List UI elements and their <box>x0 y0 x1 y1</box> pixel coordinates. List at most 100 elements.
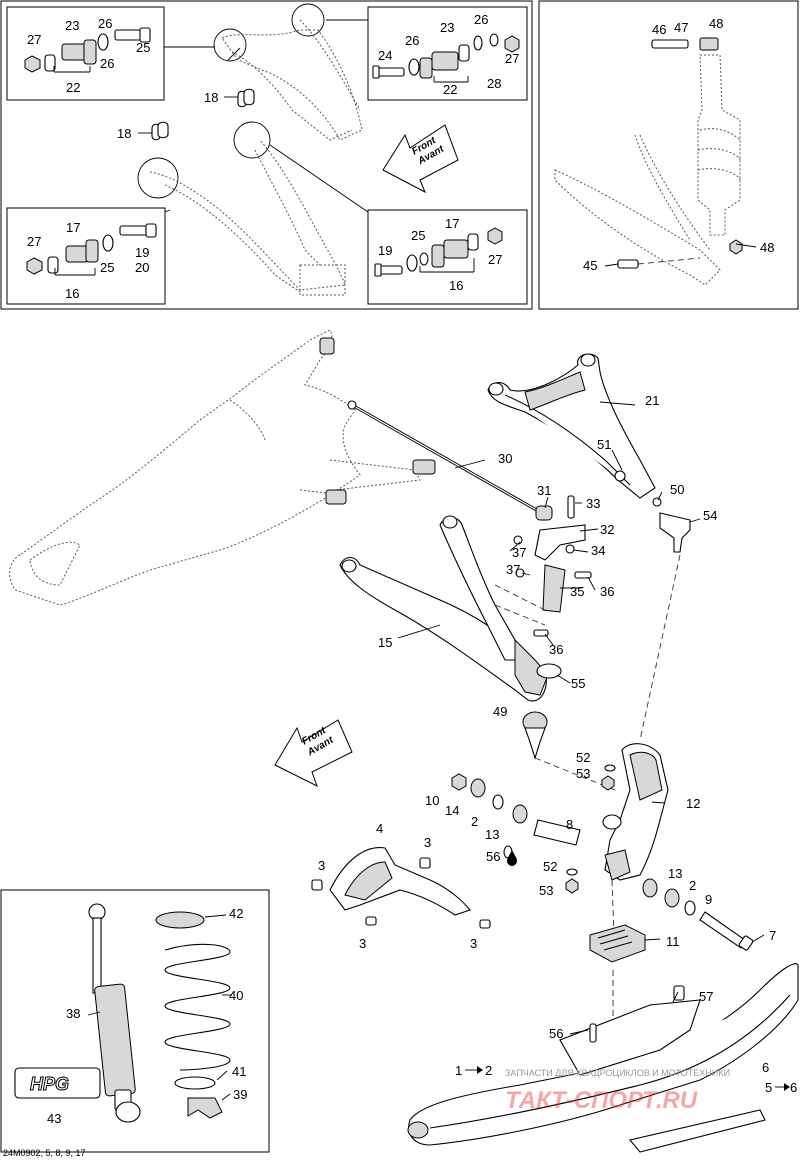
callout-45: 45 <box>583 258 597 273</box>
page-ref-left: 1 2 <box>455 1063 492 1078</box>
callout-18b: 18 <box>117 126 131 141</box>
svg-text:5: 5 <box>765 1080 772 1095</box>
callout-32: 32 <box>600 522 614 537</box>
front-direction-arrow-top: Front Avant <box>382 124 459 194</box>
callout-27d: 26 <box>405 33 419 48</box>
callout-12: 12 <box>686 796 700 811</box>
bushing-chassis <box>412 459 436 475</box>
svg-text:1: 1 <box>455 1063 462 1078</box>
callout-28: 27 <box>27 32 41 47</box>
watermark-logo: ТАКТ-СПОРТ.RU <box>505 1087 698 1114</box>
callout-37b: 37 <box>506 562 520 577</box>
shock-spring <box>164 943 231 1071</box>
ski-wear-pad <box>589 924 646 963</box>
callout-13b: 13 <box>668 866 682 881</box>
callout-26b: 25 <box>411 228 425 243</box>
callout-11: 11 <box>666 934 680 949</box>
callout-23: 23 <box>65 18 79 33</box>
callout-54: 54 <box>703 508 717 523</box>
spring-retainer <box>155 911 223 1119</box>
callout-40: 40 <box>229 988 243 1003</box>
callout-9: 9 <box>705 892 712 907</box>
callout-15: 15 <box>378 635 392 650</box>
bushing-kit-a <box>24 27 151 73</box>
callout-27c: 26 <box>474 12 488 27</box>
callout-18: 18 <box>204 90 218 105</box>
svg-text:2: 2 <box>485 1063 492 1078</box>
ball-joint-upper <box>652 497 691 553</box>
front-direction-arrow-main: Front Avant <box>274 719 353 788</box>
callout-42: 42 <box>229 906 243 921</box>
callout-27: 26 <box>98 16 112 31</box>
callout-7: 7 <box>769 928 776 943</box>
shock-absorber <box>88 903 141 1123</box>
callout-30: 30 <box>498 451 512 466</box>
callout-19b: 19 <box>378 243 392 258</box>
callout-58: 57 <box>699 989 713 1004</box>
callout-43: 43 <box>47 1111 61 1126</box>
svg-text:6: 6 <box>790 1080 797 1095</box>
callout-35: 35 <box>570 584 584 599</box>
spindle <box>602 743 669 881</box>
lubricant-drop-icon <box>507 850 517 866</box>
callout-27b: 26 <box>100 56 114 71</box>
callout-21: 21 <box>645 393 659 408</box>
sway-bar-link-30 <box>347 400 553 521</box>
shock-mount-detail-frame <box>538 0 799 310</box>
bushing-kit-c <box>26 223 157 276</box>
callout-14: 14 <box>445 803 459 818</box>
washer-stack-52-53-upper <box>601 764 616 791</box>
callout-47: 47 <box>674 20 688 35</box>
axle-parts-left <box>451 773 581 859</box>
callout-labels: 27 23 26 25 26 22 23 26 26 24 27 28 22 1… <box>27 12 776 1126</box>
callout-17b: 17 <box>445 216 459 231</box>
callout-10: 10 <box>425 793 439 808</box>
callout-22: 22 <box>66 80 80 95</box>
callout-2: 2 <box>471 814 478 829</box>
callout-33: 33 <box>586 496 600 511</box>
axle-parts-right <box>642 878 754 951</box>
callout-38: 38 <box>66 1006 80 1021</box>
callout-16: 16 <box>65 286 79 301</box>
callout-2b: 2 <box>689 878 696 893</box>
callout-17: 17 <box>66 220 80 235</box>
callout-48b: 48 <box>760 240 774 255</box>
watermark-text: ЗАПЧАСТИ ДЛЯ КВАДРОЦИКЛОВ И МОТОТЕХНИКИ <box>505 1068 730 1078</box>
callout-13: 13 <box>485 827 499 842</box>
bushing-kit-d <box>374 227 503 277</box>
callout-24: 24 <box>378 48 392 63</box>
bushing-kit-b <box>372 33 520 83</box>
callout-52: 52 <box>576 750 590 765</box>
callout-56: 56 <box>486 849 500 864</box>
callout-53: 53 <box>576 766 590 781</box>
callout-8: 8 <box>566 817 573 832</box>
hpg-logo: HPG <box>14 1067 101 1099</box>
callout-48: 48 <box>709 16 723 31</box>
callout-28d: 27 <box>488 252 502 267</box>
callout-52b: 52 <box>543 859 557 874</box>
lower-a-arm <box>339 515 562 702</box>
callout-23b: 23 <box>440 20 454 35</box>
callout-36b: 36 <box>549 642 563 657</box>
callout-28c: 27 <box>27 234 41 249</box>
callout-3c: 3 <box>359 936 366 951</box>
callout-19: 19 <box>135 245 149 260</box>
callout-51: 51 <box>597 437 611 452</box>
callout-26: 25 <box>100 260 114 275</box>
leader-lines <box>87 243 765 1101</box>
callout-22b: 22 <box>443 82 457 97</box>
callout-41: 41 <box>232 1064 246 1079</box>
callout-3b: 3 <box>318 858 325 873</box>
a-arm-dotted-right <box>554 134 721 286</box>
callout-37: 37 <box>512 545 526 560</box>
sway-link-bracket <box>494 495 592 637</box>
callout-3d: 3 <box>470 936 477 951</box>
callout-34: 34 <box>591 543 605 558</box>
callout-55: 55 <box>571 676 585 691</box>
callout-28b: 27 <box>505 51 519 66</box>
footer-code: 24M0902, 5, 8, 9, 17 <box>3 1148 86 1158</box>
callout-46: 46 <box>652 22 666 37</box>
callout-25: 25 <box>136 40 150 55</box>
ski-bracket <box>311 847 491 929</box>
